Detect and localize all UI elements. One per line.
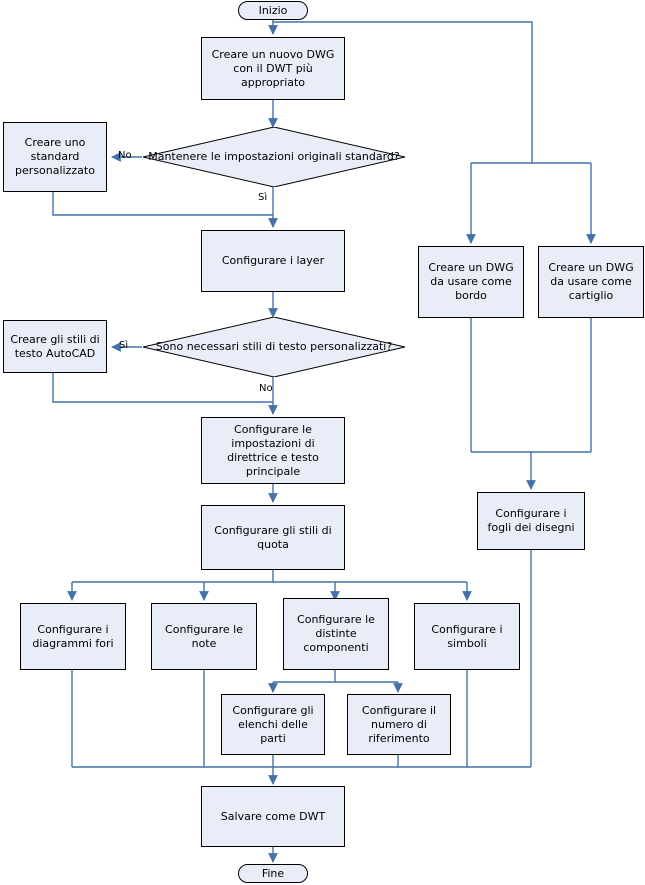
node-fogli-disegni[interactable]: Configurare i fogli dei disegni bbox=[477, 492, 585, 550]
node-elenchi-parti-label: Configurare gli elenchi delle parti bbox=[232, 703, 314, 745]
node-note[interactable]: Configurare le note bbox=[151, 603, 257, 670]
node-nuovo-dwg[interactable]: Creare un nuovo DWG con il DWT più appro… bbox=[201, 37, 345, 100]
node-dwg-bordo[interactable]: Creare un DWG da usare come bordo bbox=[418, 246, 524, 318]
node-stili-quota[interactable]: Configurare gli stili di quota bbox=[201, 505, 345, 570]
node-stili-testo-necessari-label: Sono necessari stili di testo personaliz… bbox=[155, 340, 393, 353]
node-stili-quota-label: Configurare gli stili di quota bbox=[214, 523, 332, 551]
node-elenchi-parti[interactable]: Configurare gli elenchi delle parti bbox=[221, 694, 325, 755]
node-simboli[interactable]: Configurare i simboli bbox=[414, 603, 520, 670]
node-dwg-cartiglio[interactable]: Creare un DWG da usare come cartiglio bbox=[538, 246, 644, 318]
node-nuovo-dwg-label: Creare un nuovo DWG con il DWT più appro… bbox=[211, 47, 335, 89]
node-configurare-layer[interactable]: Configurare i layer bbox=[201, 230, 345, 292]
node-diagrammi-fori[interactable]: Configurare i diagrammi fori bbox=[20, 603, 126, 670]
diamond-shape bbox=[143, 317, 405, 377]
node-standard-personalizzato-label: Creare uno standard personalizzato bbox=[15, 136, 95, 177]
node-distinte-componenti-label: Configurare le distinte componenti bbox=[297, 613, 375, 654]
node-mantenere-impostazioni-label: Mantenere le impostazioni originali stan… bbox=[148, 150, 400, 163]
node-distinte-componenti[interactable]: Configurare le distinte componenti bbox=[283, 598, 389, 670]
edge-label-stili-no: No bbox=[259, 383, 273, 394]
node-stili-testo-autocad-label: Creare gli stili di testo AutoCAD bbox=[10, 332, 100, 360]
edge-label-mantenere-si: Sì bbox=[258, 192, 268, 203]
node-fine-label: Fine bbox=[261, 866, 285, 880]
node-mantenere-impostazioni[interactable]: Mantenere le impostazioni originali stan… bbox=[143, 127, 405, 187]
node-fine[interactable]: Fine bbox=[238, 864, 308, 883]
node-salvare-dwt[interactable]: Salvare come DWT bbox=[201, 786, 345, 847]
node-direttrice-testo[interactable]: Configurare le impostazioni di direttric… bbox=[201, 417, 345, 484]
node-configurare-layer-label: Configurare i layer bbox=[221, 254, 325, 267]
node-inizio[interactable]: Inizio bbox=[238, 1, 308, 20]
node-dwg-bordo-label: Creare un DWG da usare come bordo bbox=[428, 261, 514, 302]
node-stili-testo-autocad[interactable]: Creare gli stili di testo AutoCAD bbox=[3, 320, 107, 373]
edge-label-mantenere-no: No bbox=[118, 150, 132, 161]
node-numero-riferimento[interactable]: Configurare il numero di riferimento bbox=[347, 694, 451, 755]
edge-label-stili-si: Sì bbox=[119, 340, 129, 351]
node-numero-riferimento-label: Configurare il numero di riferimento bbox=[361, 703, 437, 745]
node-note-label: Configurare le note bbox=[165, 622, 243, 650]
node-stili-testo-necessari[interactable]: Sono necessari stili di testo personaliz… bbox=[143, 317, 405, 377]
diamond-shape bbox=[143, 127, 405, 187]
node-diagrammi-fori-label: Configurare i diagrammi fori bbox=[32, 622, 114, 650]
node-fogli-disegni-label: Configurare i fogli dei disegni bbox=[487, 507, 575, 534]
node-direttrice-testo-label: Configurare le impostazioni di direttric… bbox=[227, 422, 319, 478]
node-dwg-cartiglio-label: Creare un DWG da usare come cartiglio bbox=[548, 261, 634, 302]
node-salvare-dwt-label: Salvare come DWT bbox=[220, 809, 326, 823]
node-simboli-label: Configurare i simboli bbox=[431, 622, 503, 650]
node-inizio-label: Inizio bbox=[258, 3, 288, 17]
node-standard-personalizzato[interactable]: Creare uno standard personalizzato bbox=[3, 122, 107, 192]
